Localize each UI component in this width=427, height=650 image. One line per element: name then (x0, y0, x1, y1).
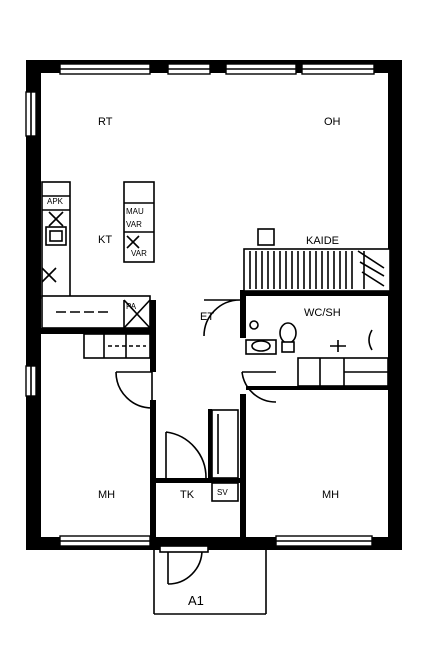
kitchen-counter (41, 181, 151, 329)
room-label-kaide: KAIDE (306, 235, 339, 247)
doors (115, 299, 277, 585)
hall-closet (211, 409, 239, 479)
room-label-tk: TK (180, 489, 195, 501)
windows (25, 63, 375, 547)
room-label-mh-left: MH (98, 489, 115, 501)
entrance-canopy (153, 545, 267, 615)
room-label-et: ET (200, 311, 214, 323)
fixture-label-pa: PA (126, 302, 137, 311)
room-label-oh: OH (324, 116, 341, 128)
room-label-rt: RT (98, 116, 113, 128)
fixture-label-mau: MAU (126, 207, 144, 216)
room-label-mh-right: MH (322, 489, 339, 501)
fixture-label-var2: VAR (131, 249, 147, 258)
bathroom-cabinets (297, 357, 389, 387)
sv-cabinet (211, 482, 239, 502)
kitchen-island (123, 181, 155, 263)
room-label-kt: KT (98, 234, 112, 246)
staircase (243, 228, 391, 292)
fixture-label-apk: APK (47, 197, 64, 206)
room-label-a1: A1 (188, 593, 204, 608)
room-label-wcsh: WC/SH (304, 307, 341, 319)
wc-fixtures (245, 320, 373, 355)
left-wardrobe (83, 333, 151, 359)
fixture-label-var1: VAR (126, 220, 142, 229)
interior-walls (41, 290, 388, 537)
room-label-sv: SV (217, 488, 228, 497)
